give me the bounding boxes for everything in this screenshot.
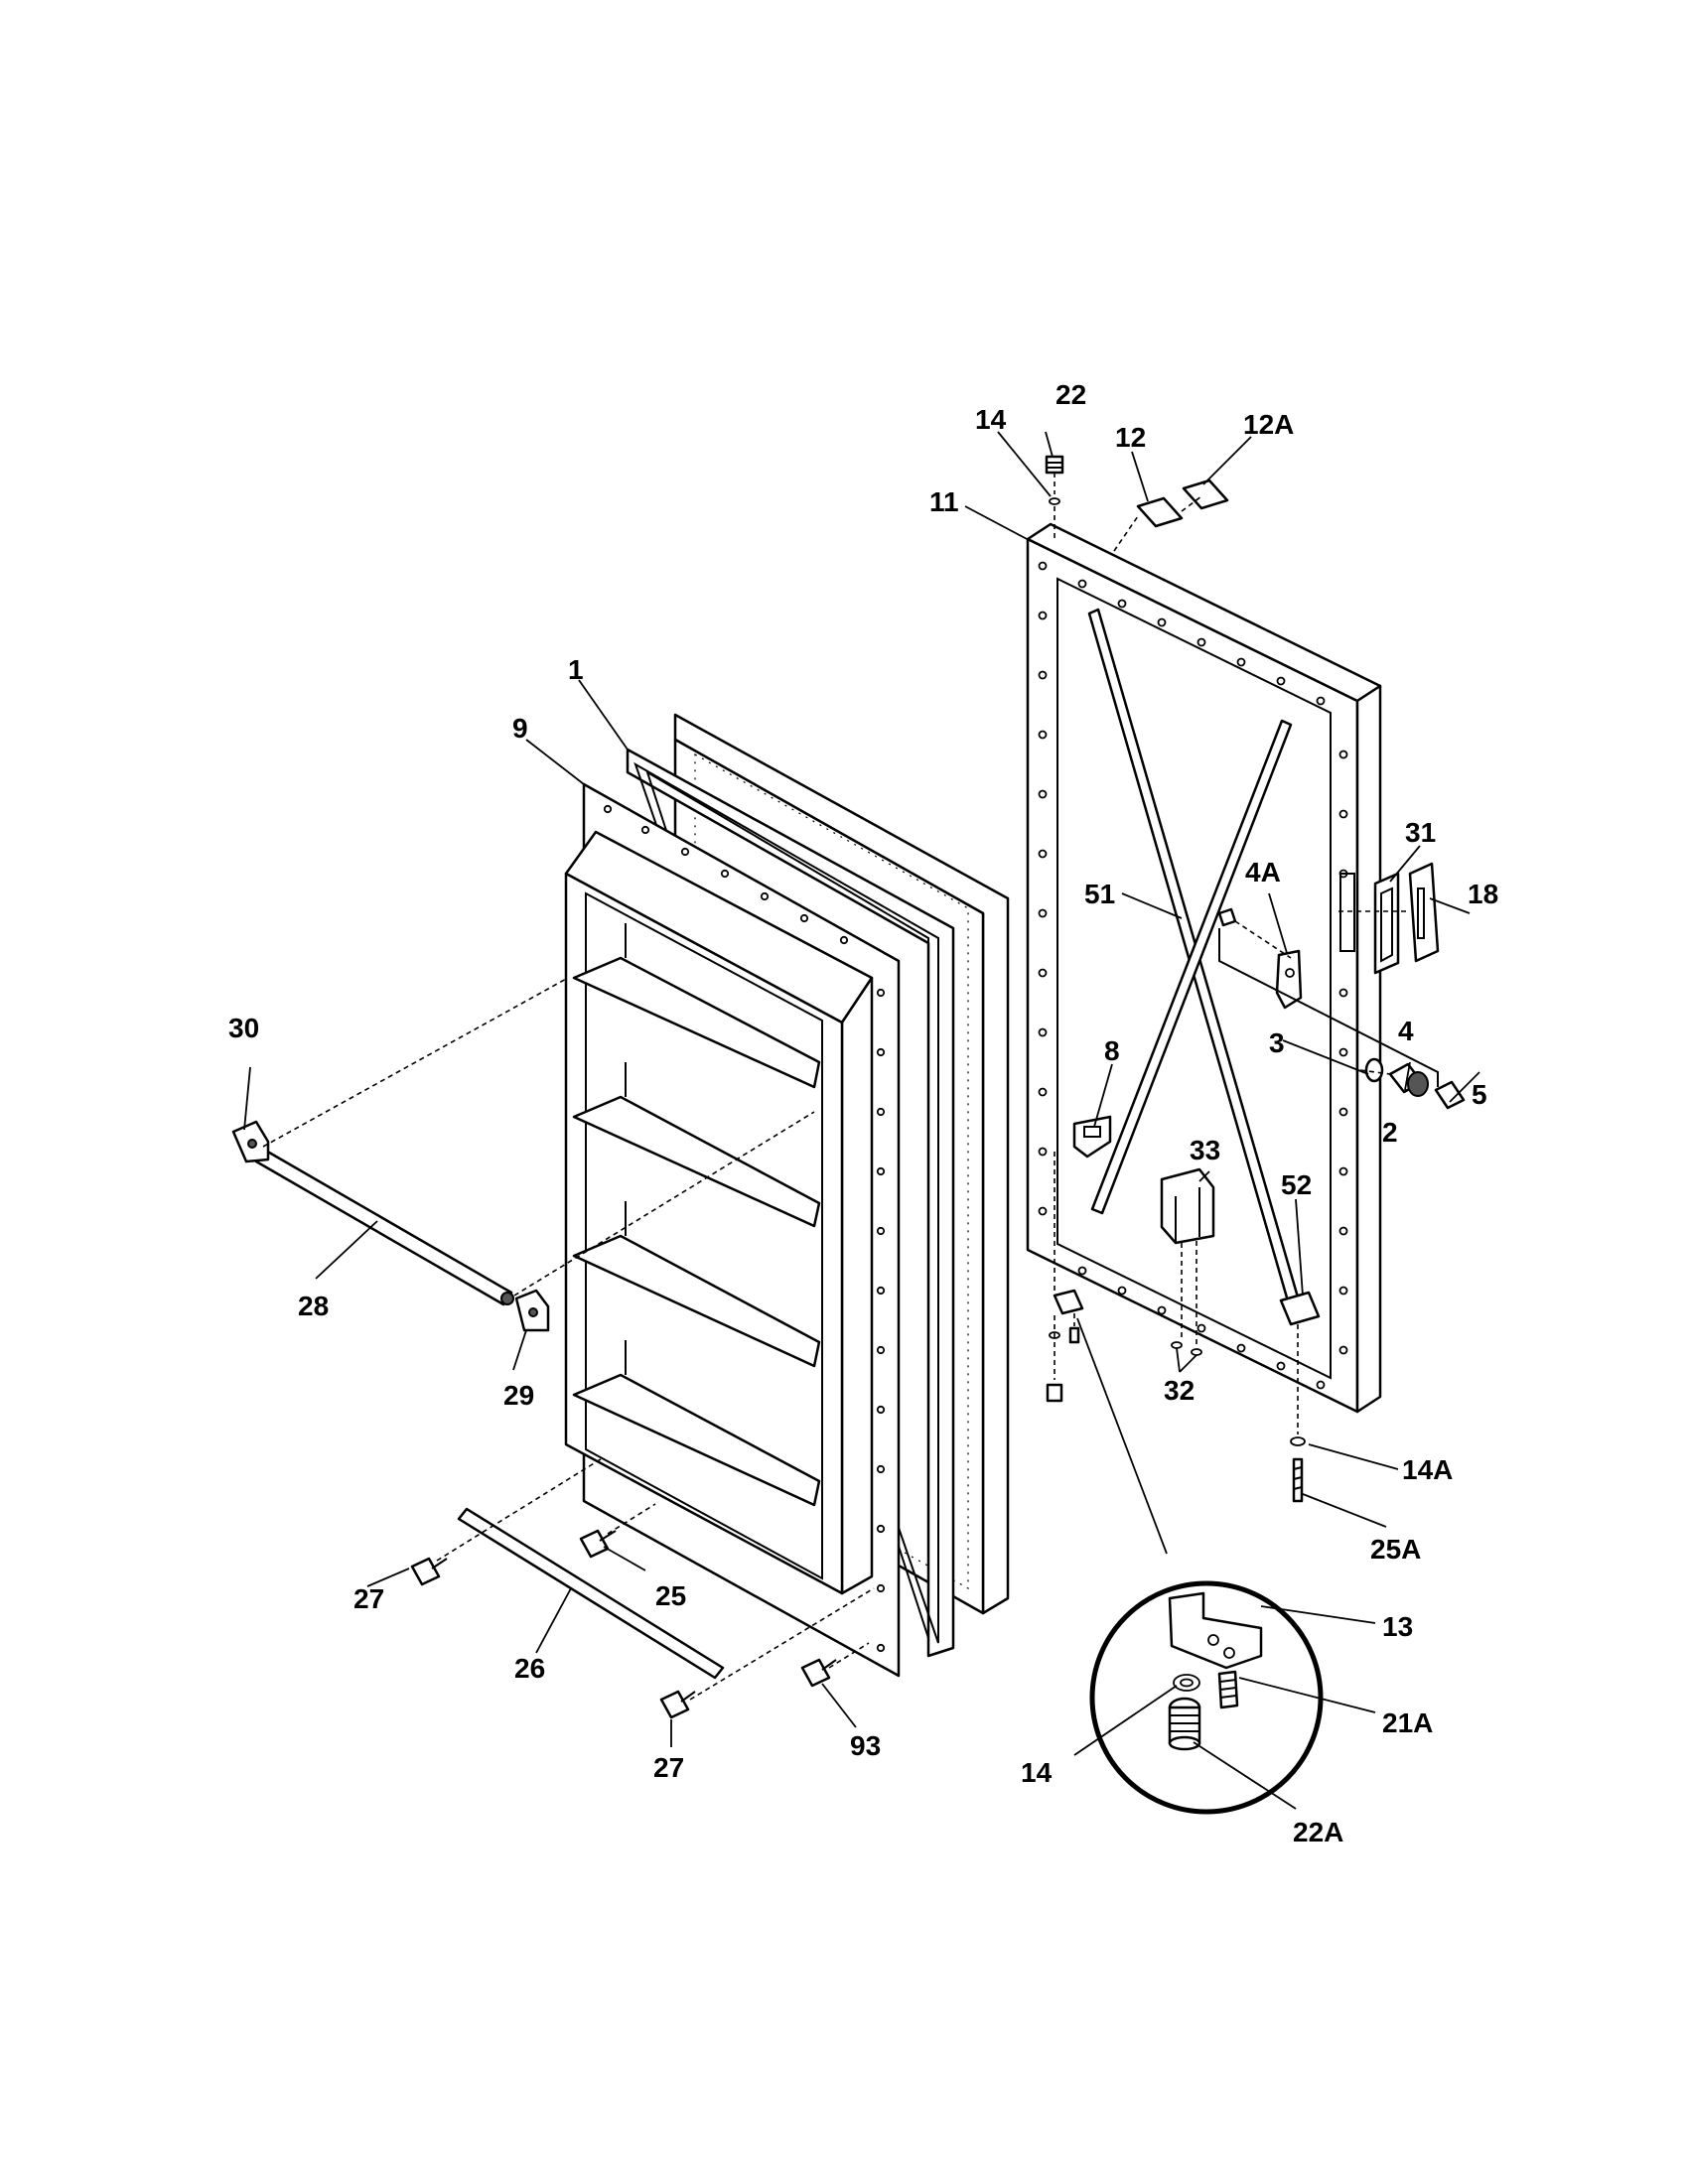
lock-cylinder-3 [1364, 1057, 1384, 1083]
label-4: 4 [1398, 1016, 1414, 1046]
liner-shelves [572, 923, 821, 1507]
bottom-bushing [1046, 1383, 1063, 1403]
label-11: 11 [929, 486, 959, 517]
washer-14-top [1049, 497, 1060, 505]
washer-14a [1290, 1436, 1306, 1446]
screw-27-left [410, 1557, 448, 1586]
label-93: 93 [850, 1730, 881, 1761]
label-1: 1 [568, 654, 584, 685]
label-18: 18 [1468, 879, 1498, 909]
handle-18 [1408, 862, 1440, 963]
label-22a: 22A [1293, 1817, 1343, 1847]
end-cap-29 [514, 1289, 550, 1332]
label-51: 51 [1084, 879, 1115, 909]
inset-bushing-22a [1168, 1697, 1201, 1751]
outer-door-rim-holes [1038, 561, 1348, 1390]
label-5: 5 [1472, 1079, 1487, 1110]
screw-25 [579, 1529, 617, 1559]
label-27-bottom: 27 [653, 1752, 684, 1783]
label-26: 26 [514, 1653, 545, 1684]
label-9: 9 [512, 713, 528, 744]
label-12 [1136, 496, 1184, 528]
label-30: 30 [228, 1013, 259, 1043]
part-labels: 22 14 12 12A 11 1 9 31 18 51 4A 3 4 5 2 … [228, 379, 1498, 1847]
label-13: 13 [1382, 1611, 1413, 1642]
label-25: 25 [655, 1580, 686, 1611]
end-cap-30 [231, 1120, 270, 1163]
label-31: 31 [1405, 817, 1436, 848]
lock-bracket-outline-2 [1218, 928, 1439, 1087]
door-liner-assembly [564, 713, 1010, 1678]
screw-93 [800, 1658, 837, 1688]
label-3: 3 [1269, 1027, 1285, 1058]
cross-brace-51 [1087, 608, 1303, 1313]
bracket-52 [1279, 1291, 1321, 1326]
label-33: 33 [1190, 1135, 1220, 1165]
shelf-bar-26 [457, 1507, 725, 1680]
bottom-screw [1068, 1326, 1080, 1344]
label-28: 28 [298, 1291, 329, 1321]
label-8: 8 [1104, 1035, 1120, 1066]
label-29: 29 [503, 1380, 534, 1411]
spacer-33 [1160, 1167, 1215, 1245]
shelf-bar-28 [254, 1148, 514, 1306]
label-22: 22 [1055, 379, 1086, 410]
lock-body-4 [1388, 1062, 1429, 1097]
label-27-left: 27 [353, 1583, 384, 1614]
label-52: 52 [1281, 1169, 1312, 1200]
label-2: 2 [1382, 1117, 1398, 1148]
hinge-bracket-8 [1072, 1115, 1112, 1159]
label-12a: 12A [1243, 409, 1294, 440]
label-12a [1182, 478, 1229, 510]
screw-27-bottom [659, 1690, 696, 1719]
inset-washer-14 [1173, 1674, 1200, 1692]
inset-screw-21a [1217, 1670, 1239, 1709]
key-5 [1434, 1080, 1466, 1110]
label-32: 32 [1164, 1375, 1195, 1406]
screw-25a [1292, 1457, 1304, 1503]
label-4a: 4A [1245, 857, 1281, 887]
leader-lines [243, 431, 1480, 1810]
label-12: 12 [1115, 422, 1146, 453]
bottom-hinge-bracket [1053, 1289, 1084, 1315]
hinge-detail-inset [1076, 1317, 1324, 1815]
label-14-inset: 14 [1021, 1757, 1053, 1788]
inset-hinge-plate-13 [1168, 1591, 1263, 1670]
handle-trim-31 [1373, 872, 1400, 975]
alignment-lines [262, 473, 1410, 1701]
label-14a: 14A [1402, 1454, 1453, 1485]
label-14-top: 14 [975, 404, 1007, 435]
label-21a: 21A [1382, 1707, 1433, 1738]
top-bushing-22 [1045, 455, 1064, 475]
label-25a: 25A [1370, 1534, 1421, 1565]
outer-door-panel [1026, 522, 1382, 1414]
